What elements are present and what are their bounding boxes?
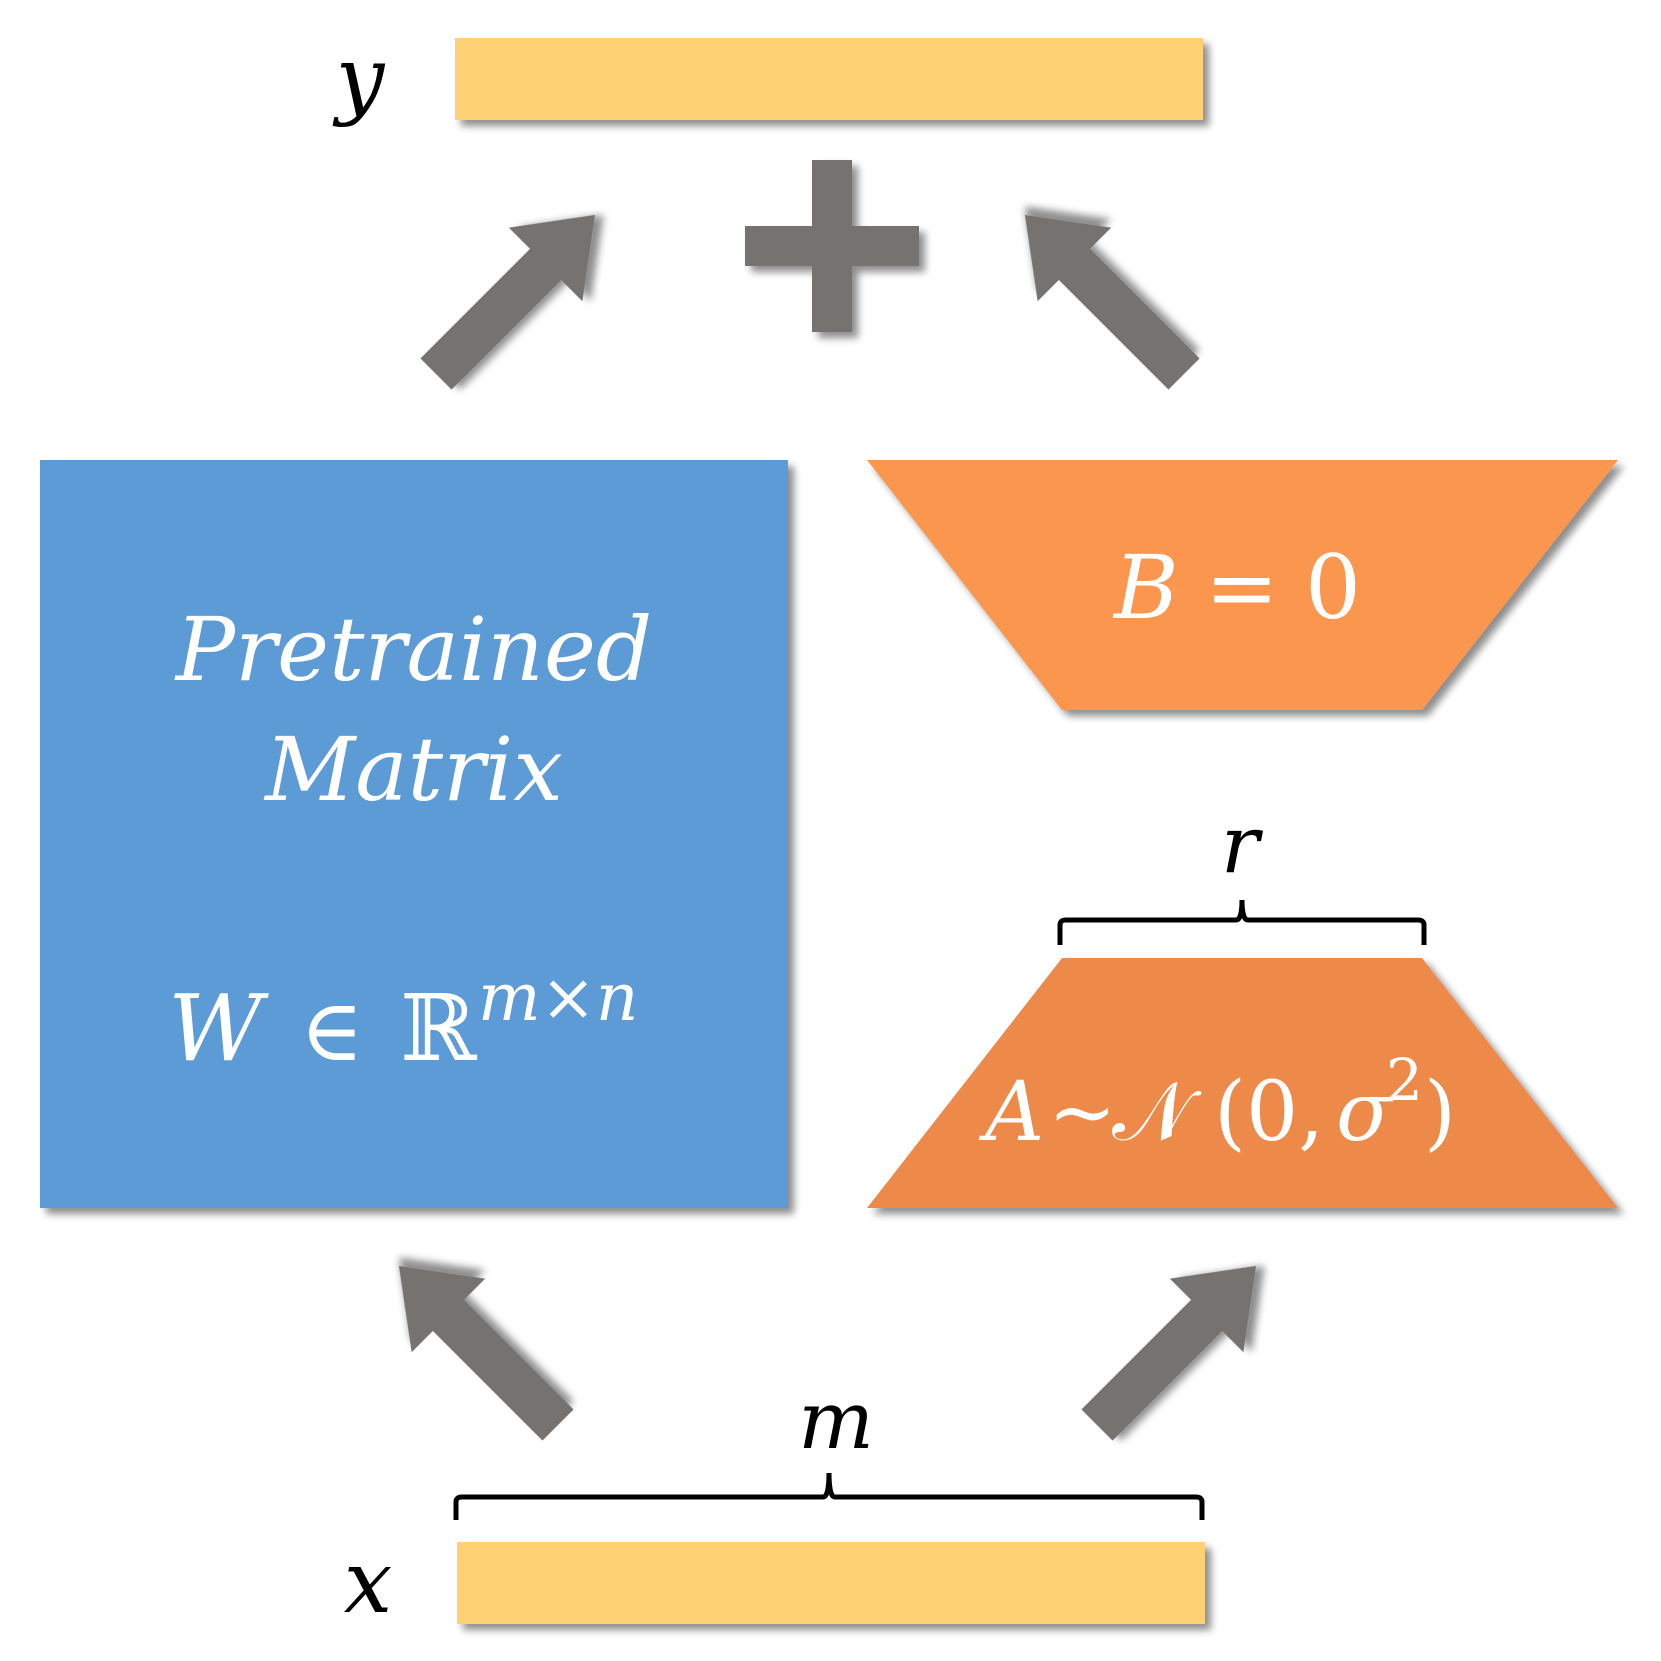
pretrained-title-line2: Matrix (263, 718, 563, 821)
arrow-x-to-a-icon (1081, 1265, 1257, 1441)
arrow-b-to-sum-icon (1024, 214, 1200, 390)
lora-b-label: B = 0 (1112, 536, 1361, 639)
formula-element-of: ∈ (300, 981, 364, 1081)
lora-a-label: A ~ 𝒩 (0, σ 2 ) (978, 1046, 1456, 1160)
a-normal-dist: 𝒩 (1112, 1065, 1202, 1160)
a-sigma-exponent: 2 (1386, 1046, 1423, 1114)
output-label: y (332, 29, 386, 129)
a-symbol: A (978, 1065, 1044, 1160)
a-args-close: ) (1424, 1065, 1456, 1160)
pretrained-formula: W ∈ ℝ m×n (168, 959, 638, 1082)
plus-icon (745, 160, 919, 332)
input-width-label: m (798, 1374, 874, 1467)
formula-real-set: ℝ (400, 975, 478, 1082)
a-args-open: (0, (1214, 1065, 1324, 1160)
a-tilde: ~ (1048, 1065, 1117, 1160)
input-width-brace (453, 1472, 1205, 1520)
pretrained-matrix-block (40, 460, 788, 1208)
pretrained-title-line1: Pretrained (174, 598, 652, 701)
b-zero: 0 (1305, 536, 1361, 639)
arrow-x-to-w-icon (398, 1265, 574, 1441)
arrow-w-to-sum-icon (420, 214, 596, 390)
rank-label: r (1221, 798, 1264, 891)
input-vector-bar (457, 1542, 1205, 1624)
lora-b-block (867, 460, 1618, 710)
formula-w: W (168, 975, 269, 1082)
formula-superscript: m×n (478, 959, 638, 1036)
a-sigma: σ (1336, 1065, 1394, 1160)
b-equals: = (1205, 536, 1279, 639)
rank-brace (1057, 899, 1427, 945)
output-vector-bar (455, 38, 1203, 120)
input-label: x (344, 1533, 393, 1633)
lora-a-block (867, 958, 1618, 1208)
b-symbol: B (1112, 536, 1179, 639)
